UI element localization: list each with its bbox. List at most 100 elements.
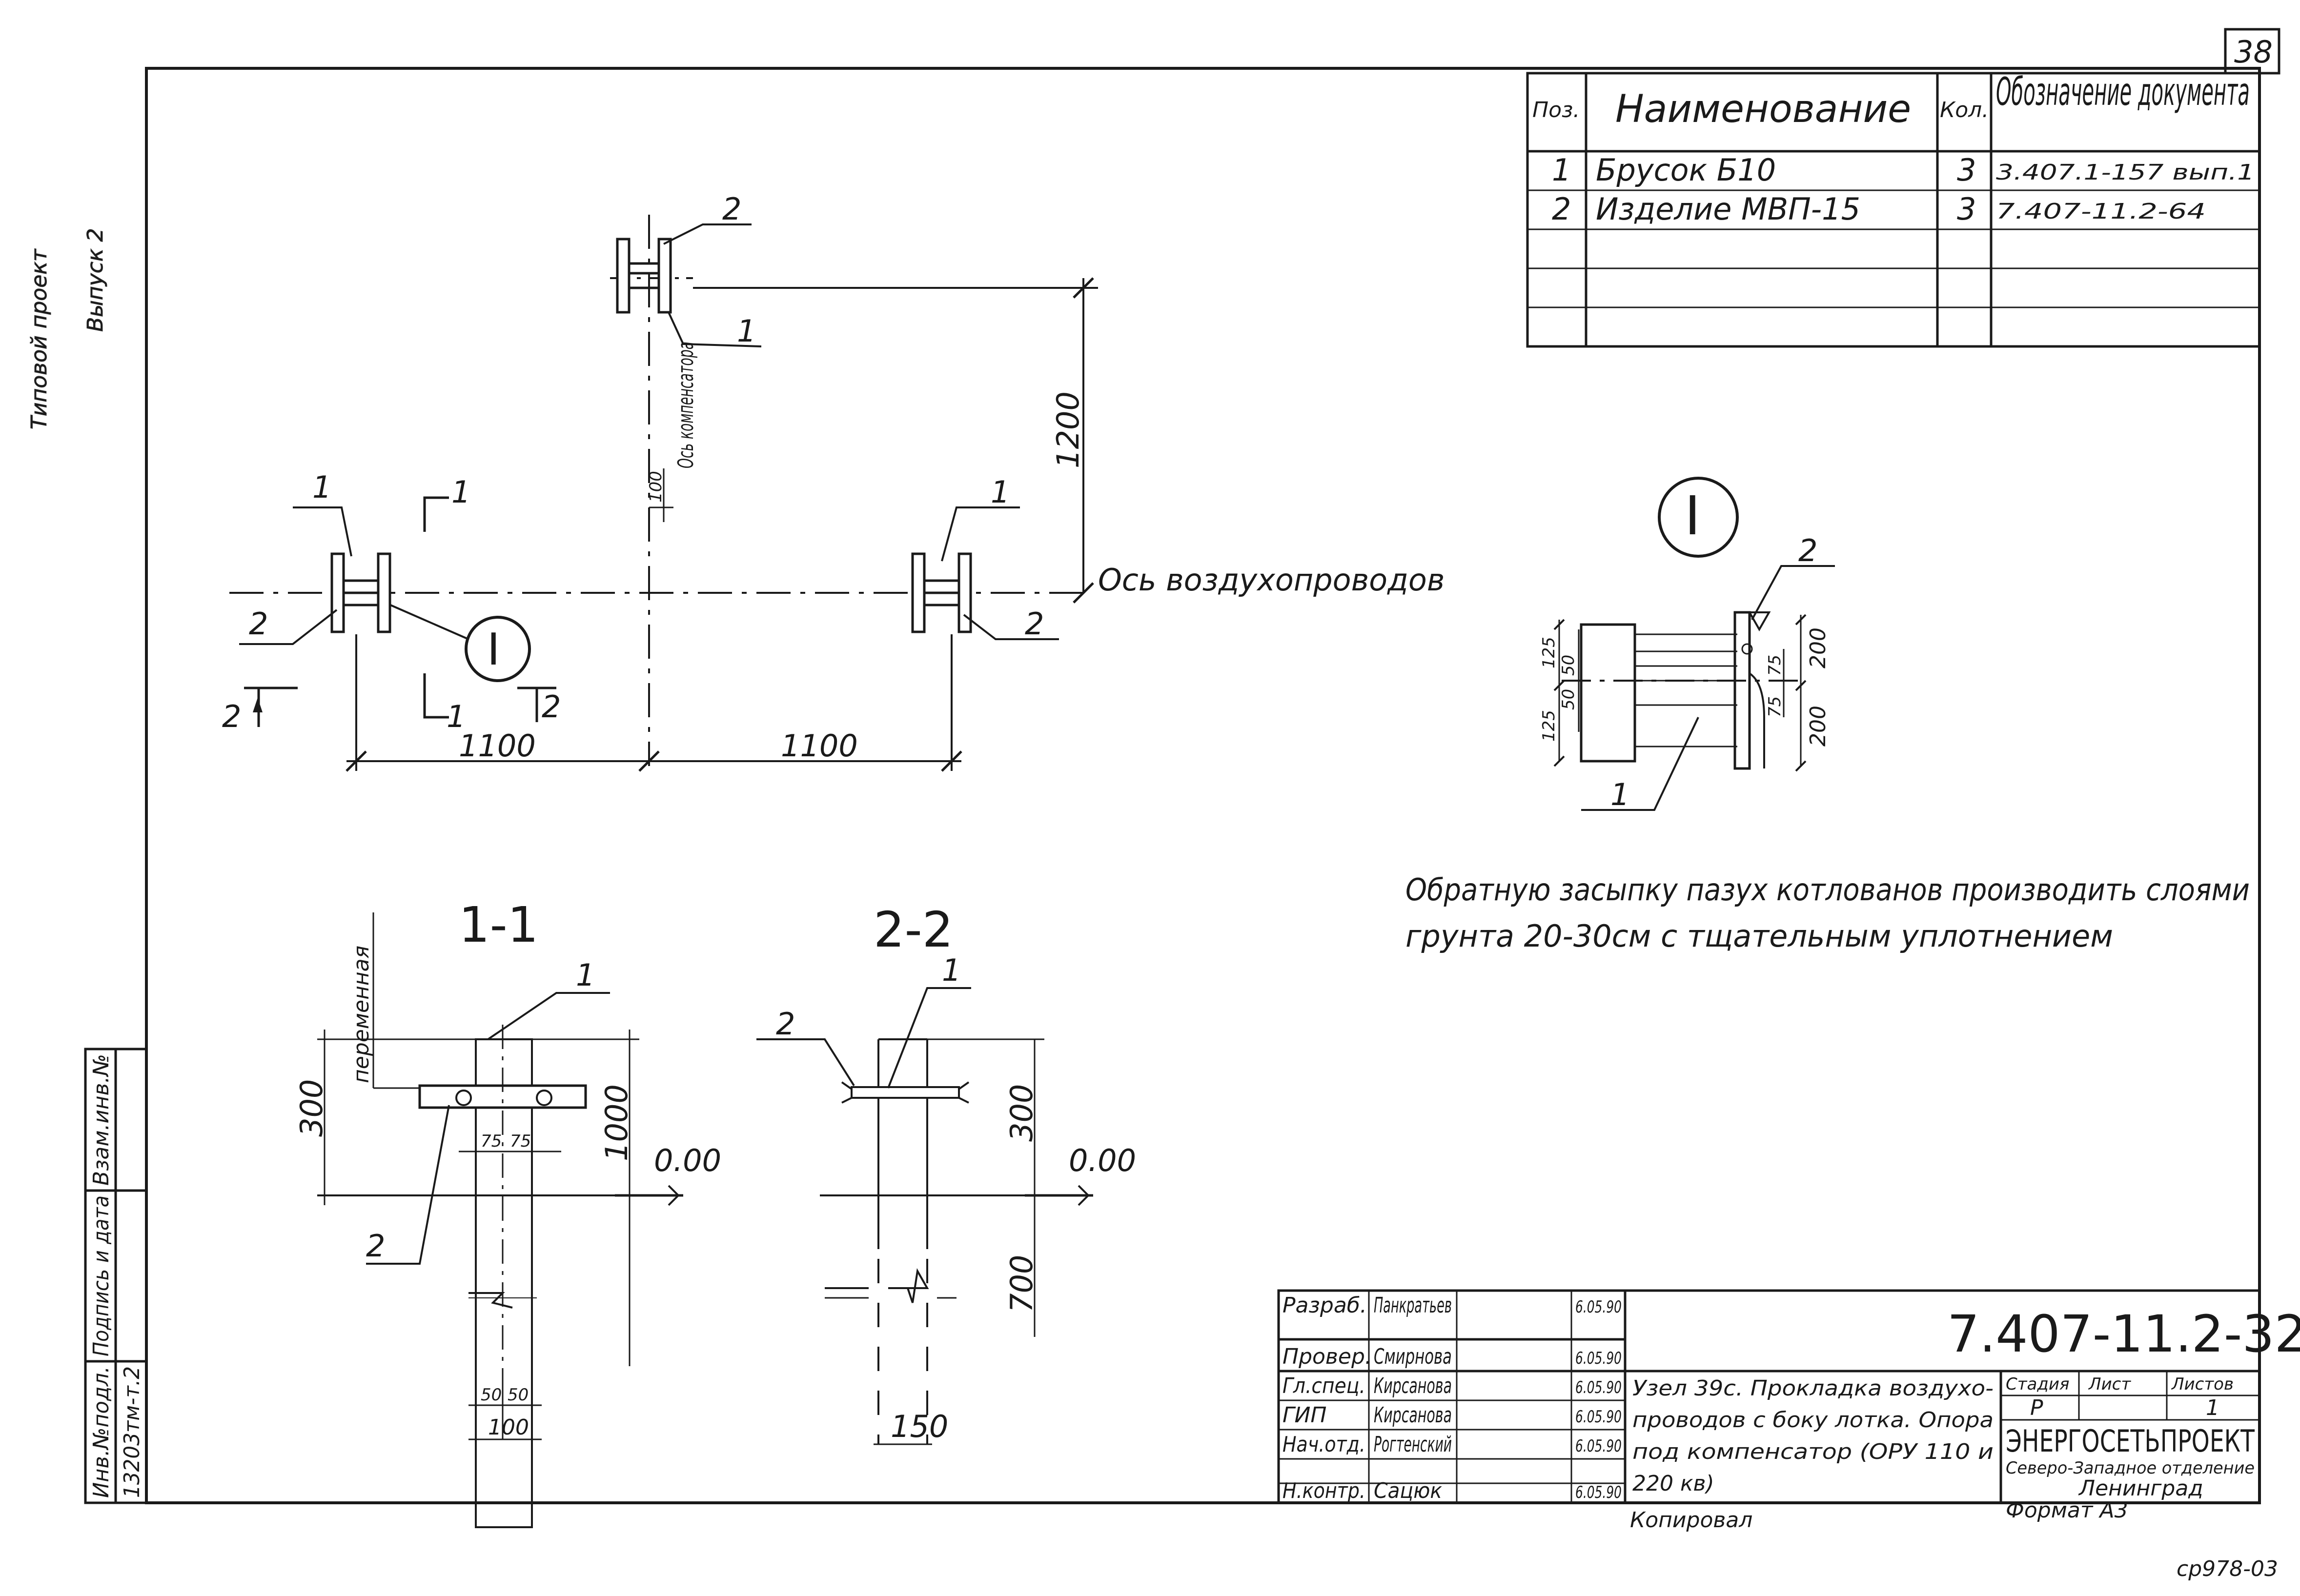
node-dim-75-top: 75 (1765, 655, 1785, 676)
title-sheets-value: 1 (2206, 1395, 2219, 1420)
node-detail-pos-1: 1 (1610, 777, 1629, 812)
footer-copied: Копировал (1630, 1508, 1752, 1533)
side-stamp-inv-number: 13203тм-т.2 (120, 1366, 144, 1498)
title-date-4: 6.05.90 (1575, 1436, 1622, 1456)
node-detail-pos-2: 2 (1798, 533, 1817, 568)
title-role-2: Гл.спец. (1282, 1374, 1365, 1398)
section-2-2-pos-1: 1 (942, 952, 961, 988)
section-1-1-dim-75b: 75 (510, 1131, 531, 1151)
section-2-2-level: 0.00 (1069, 1143, 1136, 1178)
title-name-4: Рогтенский (1374, 1432, 1452, 1457)
footer-format: Формат А3 (2006, 1498, 2128, 1523)
spec-header-doc: Обозначение документа (1996, 70, 2250, 114)
title-sheet-header: Лист (2088, 1374, 2131, 1394)
spec-header-qty: Кол. (1940, 98, 1989, 122)
spec-row-2-pos: 2 (1552, 191, 1571, 227)
title-date-5: 6.05.90 (1575, 1483, 1622, 1502)
margin-text-2: Выпуск 2 (83, 228, 108, 332)
section-1-1-dim-50b: 50 (508, 1385, 529, 1405)
spec-row-2-name: Изделие МВП-15 (1596, 191, 1860, 227)
spec-header-pos: Поз. (1532, 98, 1580, 122)
node-dim-200-bottom: 200 (1806, 706, 1831, 747)
section-1-1-pos-1: 1 (576, 957, 595, 993)
title-name-3: Кирсанова (1374, 1403, 1452, 1428)
title-stage-value: Р (2030, 1395, 2043, 1420)
note-line-1: Обратную засыпку пазух котлованов произв… (1405, 872, 2250, 908)
spec-row-1-doc: 3.407.1-157 вып.1 (1996, 160, 2255, 185)
plan-mark-1-left: 1 (312, 469, 331, 505)
title-name-1: Смирнова (1374, 1344, 1452, 1369)
plan-mark-1-right: 1 (991, 474, 1010, 510)
plan-mark-1-top: 1 (737, 313, 756, 349)
node-detail (1553, 477, 1835, 811)
duct-axis-label: Ось воздухопроводов (1098, 562, 1445, 598)
title-role-row: ГИП Кирсанова 6.05.90 (1282, 1403, 1622, 1428)
title-role-3: ГИП (1282, 1403, 1327, 1428)
title-role-row: Н.контр. Сацюк 6.05.90 (1282, 1478, 1622, 1503)
sheet-frame (145, 67, 2261, 1504)
spec-row: 1 Брусок Б10 3 3.407.1-157 вып.1 (1552, 152, 2255, 188)
title-org-branch: Северо-Западное отделение (2006, 1458, 2255, 1478)
side-stamp (84, 1048, 148, 1504)
dim-100-plan: 100 (646, 471, 666, 503)
side-stamp-inv: Инв.№подл. (89, 1366, 114, 1498)
section-1-1-dim-75a: 75 (481, 1131, 502, 1151)
section-1-1-variable: переменная (349, 946, 374, 1083)
title-description-1: Узел 39с. Прокладка воздухо- (1632, 1376, 1994, 1401)
spec-row-2-qty: 3 (1957, 191, 1976, 227)
title-role-5: Н.контр. (1282, 1478, 1365, 1503)
compensator-axis-label: Ось компенсатора (673, 342, 698, 468)
title-sheets-header: Листов (2171, 1374, 2234, 1394)
dim-1200: 1200 (1050, 391, 1086, 468)
section-1-1-dim-100: 100 (488, 1415, 529, 1440)
node-detail-circle (1658, 477, 1739, 558)
node-dim-125-bottom: 125 (1539, 710, 1559, 742)
side-stamp-replace: Взам.инв.№ (89, 1054, 114, 1186)
node-detail-label: I (1685, 485, 1700, 547)
plan-view (229, 215, 1098, 772)
support-left (330, 552, 391, 633)
title-doc-code: 7.407-11.2-32 (1947, 1304, 2300, 1364)
section-2-2-dim-700: 700 (1004, 1255, 1039, 1313)
title-block (1277, 1289, 2261, 1504)
title-role-1: Провер. (1282, 1344, 1372, 1369)
node-dim-200-top: 200 (1806, 627, 1831, 668)
spec-table (1526, 72, 2261, 348)
spec-row-1-name: Брусок Б10 (1596, 152, 1776, 188)
section-2-2 (756, 987, 1093, 1445)
dim-1100-right: 1100 (781, 728, 858, 764)
section-1-1-dim-50a: 50 (481, 1385, 502, 1405)
support-top (616, 238, 672, 314)
margin-handwriting: Типовой проект Выпуск 2 (27, 228, 108, 429)
node-dim-50-top: 50 (1559, 655, 1578, 676)
node-callout-circle (465, 616, 531, 682)
section-1-1-dim-300: 300 (294, 1079, 329, 1137)
sheet-number: 38 (2234, 34, 2273, 70)
dim-1100-left: 1100 (459, 728, 536, 764)
section-2-2-title: 2-2 (874, 901, 953, 958)
section-2-2-pos-2: 2 (776, 1006, 795, 1042)
title-stage-header: Стадия (2006, 1374, 2069, 1394)
spec-row-2-doc: 7.407-11.2-64 (1996, 199, 2206, 224)
section-2-2-dim-150: 150 (891, 1409, 948, 1444)
section-2-right-label: 2 (542, 689, 561, 725)
title-date-2: 6.05.90 (1575, 1378, 1622, 1397)
plan-mark-2-left: 2 (249, 606, 268, 642)
spec-row: 2 Изделие МВП-15 3 7.407-11.2-64 (1552, 191, 2206, 227)
plan-mark-2-right: 2 (1025, 606, 1044, 642)
title-role-row: Провер. Смирнова 6.05.90 (1282, 1344, 1622, 1369)
title-role-row: Разраб. Панкратьев 6.05.90 (1282, 1293, 1622, 1318)
section-2-2-dim-300: 300 (1004, 1084, 1039, 1142)
margin-text-1: Типовой проект (27, 248, 52, 429)
section-1-bottom-label: 1 (447, 699, 466, 734)
section-1-1-dim-1000: 1000 (599, 1084, 634, 1161)
title-org-city: Ленинград (2078, 1476, 2203, 1501)
node-dim-75-bottom: 75 (1765, 696, 1785, 717)
title-description-4: 220 кв) (1632, 1471, 1714, 1496)
title-description-2: проводов с боку лотка. Опора (1632, 1408, 1994, 1433)
title-role-row: Гл.спец. Кирсанова 6.05.90 (1282, 1374, 1622, 1398)
title-name-0: Панкратьев (1374, 1293, 1452, 1318)
support-right (911, 552, 972, 633)
section-1-top-label: 1 (451, 474, 470, 510)
